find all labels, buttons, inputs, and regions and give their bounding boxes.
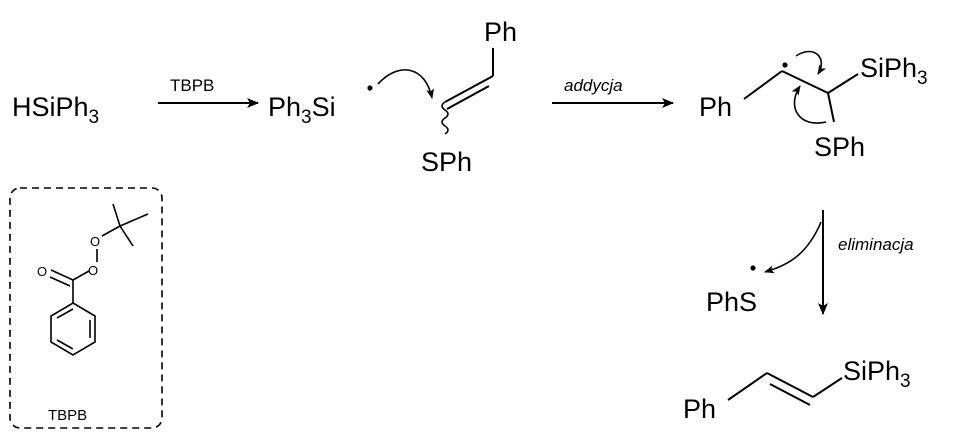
radical-dot [367, 85, 373, 91]
product-double-bond [766, 372, 814, 398]
product-ph: Ph [683, 394, 716, 424]
product-bond-si [812, 377, 843, 398]
byproduct-radical-dot [750, 265, 756, 271]
step2-label: addycja [564, 76, 623, 95]
intermediate-bond-si [827, 73, 859, 94]
byproduct-phs: PhS [706, 287, 757, 317]
tbpb-box-label: TBPB [48, 407, 87, 424]
tbpb-benzene-ring [50, 302, 96, 356]
reagent-hsiph3: HSiPh3 [12, 92, 99, 128]
alkene-ph: Ph [484, 17, 517, 47]
alkene-sph: SPh [421, 147, 472, 177]
tbpb-structure: O O O [37, 203, 149, 356]
intermediate-siph3: SiPh3 [860, 53, 928, 89]
tbpb-carbonyl-oxygen: O [37, 264, 47, 279]
alkene-double-bond [444, 75, 494, 103]
product-siph3: SiPh3 [843, 356, 911, 392]
curved-arrow-elimination [764, 221, 822, 274]
intermediate-ph: Ph [699, 92, 732, 122]
curved-arrow-top [795, 50, 827, 75]
intermediate-radical-dot [782, 62, 788, 68]
step3-label: eliminacja [838, 235, 914, 254]
curved-arrow-bottom [791, 85, 827, 124]
alkene-wavy-bond [441, 101, 449, 135]
tbpb-peroxy-oxygen: O [90, 234, 100, 249]
intermediate-bond-2 [781, 70, 829, 94]
tbpb-structure-box [9, 187, 163, 429]
step1-label: TBPB [170, 76, 214, 95]
intermediate-bond-1 [743, 70, 783, 100]
alkene-double-bond-inner [446, 85, 490, 110]
intermediate-bond-s [827, 92, 835, 123]
intermediate-sph: SPh [814, 132, 865, 162]
curved-arrow-addition [377, 69, 435, 99]
product-bond-1 [727, 372, 768, 401]
radical-ph3si: Ph3Si [268, 92, 336, 128]
tbpb-ester-oxygen: O [88, 263, 98, 278]
product-double-bond-inner [769, 383, 811, 406]
